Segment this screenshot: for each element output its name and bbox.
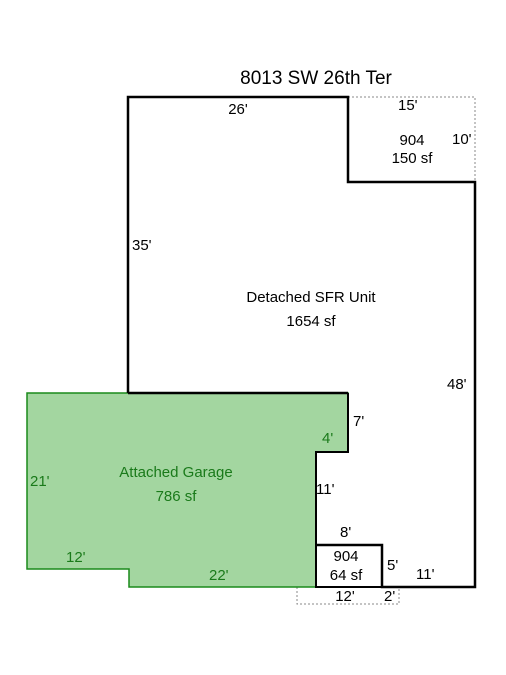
cutout-bottom-code: 904 — [333, 548, 358, 565]
dim-main-step1: 7' — [353, 413, 364, 430]
dim-main-step3: 8' — [340, 524, 351, 541]
dim-garage-bottom: 22' — [209, 567, 229, 584]
garage-name: Attached Garage — [119, 464, 232, 481]
dim-main-right: 48' — [447, 376, 467, 393]
dim-cutout-top-right: 10' — [452, 131, 472, 148]
dim-main-step4: 5' — [387, 557, 398, 574]
dim-garage-left: 21' — [30, 473, 50, 490]
dim-main-top: 26' — [228, 101, 248, 118]
cutout-top-code: 904 — [399, 132, 424, 149]
cutout-bottom-dashed-outline — [296, 587, 400, 605]
cutout-bottom-area: 64 sf — [330, 567, 363, 584]
page-title: 8013 SW 26th Ter — [240, 68, 392, 89]
main-unit-outline — [126, 95, 477, 589]
garage-area-label: 786 sf — [156, 488, 198, 505]
main-unit-step-wall — [315, 393, 382, 588]
dim-garage-notch: 4' — [322, 430, 333, 447]
dim-cutout-bottom-right: 2' — [384, 588, 395, 605]
dim-main-step2: 11' — [316, 481, 335, 498]
main-unit-name: Detached SFR Unit — [246, 289, 376, 306]
dim-cutout-top-top: 15' — [398, 97, 418, 114]
cutout-top-area: 150 sf — [392, 150, 434, 167]
main-unit-area: 1654 sf — [286, 313, 336, 330]
dim-main-bottom: 11' — [416, 566, 435, 583]
dim-cutout-bottom-bottom: 12' — [335, 588, 355, 605]
dim-main-left: 35' — [132, 237, 152, 254]
dim-garage-bottom-left: 12' — [66, 549, 86, 566]
